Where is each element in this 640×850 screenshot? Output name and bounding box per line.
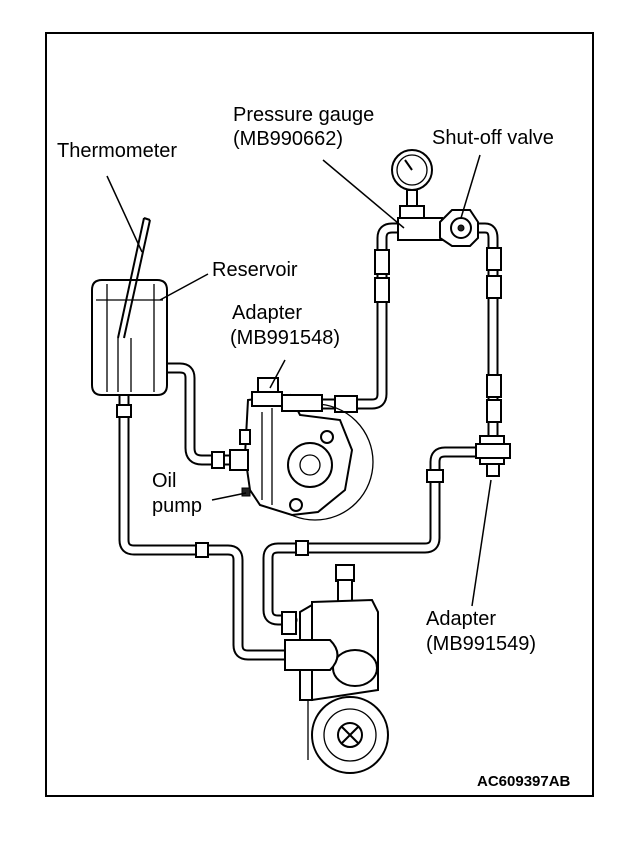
label-adapter-bottom-part: (MB991549) <box>426 633 537 655</box>
label-adapter-top-part: (MB991548) <box>230 327 341 349</box>
label-shutoff-valve: Shut-off valve <box>432 127 554 149</box>
reservoir <box>91 279 168 396</box>
adapter-lower <box>475 435 511 477</box>
figure-frame <box>45 32 594 797</box>
label-adapter-top: Adapter <box>232 302 303 324</box>
hose-lines <box>118 222 499 661</box>
shutoff-valve <box>439 209 479 247</box>
figure-code: AC609397AB <box>477 773 571 790</box>
thermometer <box>117 217 151 339</box>
label-adapter-bottom: Adapter <box>426 608 497 630</box>
label-pressure-gauge: Pressure gauge <box>233 104 375 126</box>
label-pressure-gauge-part: (MB990662) <box>233 128 344 150</box>
pressure-gauge <box>391 149 443 241</box>
leader-lines <box>106 154 492 607</box>
label-reservoir: Reservoir <box>212 259 298 281</box>
label-oil: Oil <box>152 470 177 492</box>
label-thermometer: Thermometer <box>57 140 178 162</box>
label-pump: pump <box>152 495 203 517</box>
oil-pump <box>229 377 374 521</box>
hose-clamps <box>116 247 502 558</box>
steering-gear-box <box>281 564 389 774</box>
